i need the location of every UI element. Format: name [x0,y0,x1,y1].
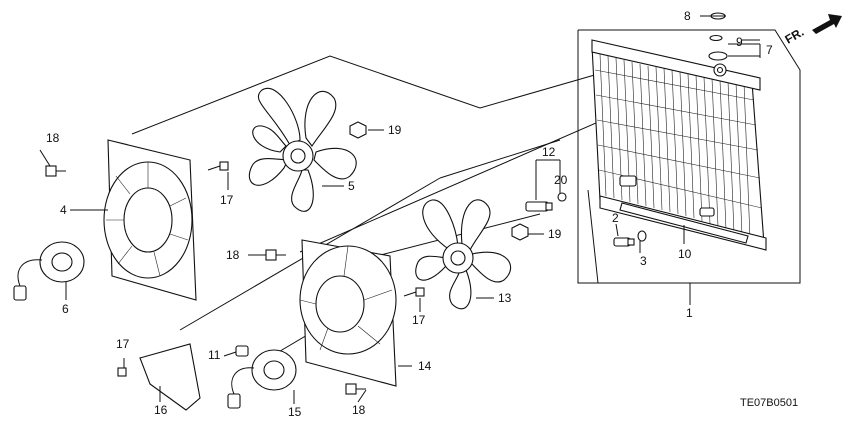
fan-motor-6 [13,241,85,301]
callout-5: 5 [348,179,355,193]
callout-13: 13 [498,291,512,305]
callout-14: 14 [418,359,432,373]
callout-15: 15 [288,405,302,419]
callout-4: 4 [60,203,67,217]
fan-shroud-left [103,139,197,301]
nut-icon [349,121,367,139]
screw-icon [117,367,127,377]
callout-6: 6 [62,302,69,316]
bolt-icon [345,383,366,395]
o-ring-icon [637,230,647,242]
fan-motor-15 [227,349,297,409]
callout-18-top: 18 [46,131,60,145]
cooling-fan-5 [248,87,357,212]
callout-9: 9 [736,35,743,49]
callout-1: 1 [686,306,693,320]
cooling-fan-13 [415,199,511,310]
cap-seal-icon [709,34,723,42]
air-guide-16 [139,343,201,411]
callout-10: 10 [678,247,692,261]
callout-17-bottom: 17 [116,337,130,351]
diagram-part-code: TE07B0501 [740,397,798,409]
direction-label: FR. [783,25,807,47]
callout-20: 20 [554,173,568,187]
callout-8: 8 [684,9,691,23]
callout-19-top: 19 [388,123,402,137]
radiator-seal-strip [619,202,749,244]
front-arrow-icon [812,14,842,34]
callout-18-mid: 18 [226,248,240,262]
bolt-icon [265,249,286,261]
front-direction-indicator: FR. [783,14,842,47]
callout-3: 3 [640,254,647,268]
callout-18-bottom: 18 [352,403,366,417]
callout-16: 16 [154,403,168,417]
screw-icon [207,161,229,171]
callout-19-bottom: 19 [548,227,562,241]
callout-2: 2 [612,211,619,225]
washer-icon [557,192,567,202]
bolt-icon [45,165,66,177]
radiator-cap-icon [708,51,728,61]
screw-icon [403,287,425,297]
callout-12: 12 [542,145,556,159]
drain-plug-icon [613,237,635,247]
callout-7: 7 [766,43,773,57]
callout-17-top: 17 [220,193,234,207]
callout-17-mid: 17 [412,313,426,327]
nut-icon [511,223,529,241]
callout-leaders [39,15,761,404]
clip-icon [235,345,249,357]
fan-shroud-right [299,239,397,387]
callout-11: 11 [208,348,221,362]
thermo-switch-icon [525,201,553,212]
